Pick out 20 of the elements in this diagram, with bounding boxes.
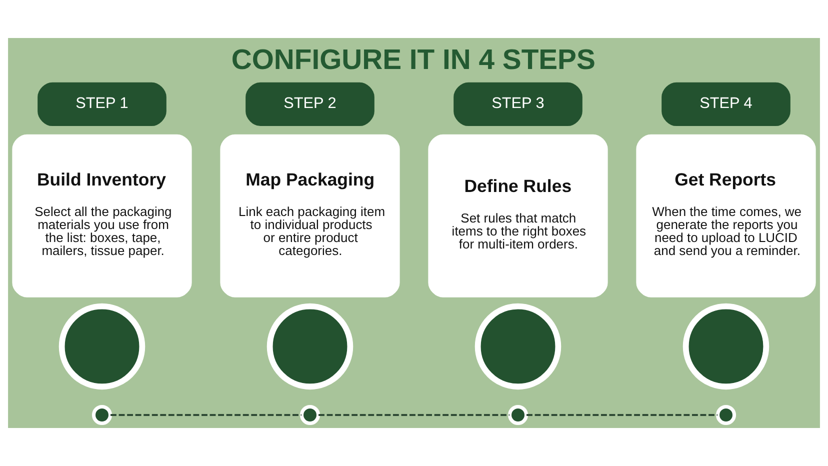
- connector: [526, 414, 718, 416]
- node-box: Get Reports When the time comes, we generate the reports you need to upload to LUCID and send you a reminder.: [636, 134, 816, 298]
- node-box: STEP 3: [454, 82, 582, 126]
- connector: [318, 414, 510, 416]
- node-box: STEP 1: [38, 82, 166, 126]
- connector: [110, 414, 302, 416]
- node-box: Define Rules Set rules that match items to the right boxes for multi-item orders.: [428, 134, 608, 298]
- node-circle: [508, 404, 528, 426]
- node-box: STEP 2: [246, 82, 374, 126]
- node-circle: [682, 303, 770, 390]
- node-box: Map Packaging Link each packaging item to individual products or entire product categories.: [220, 134, 400, 298]
- node-circle: [58, 303, 146, 390]
- node-circle: [266, 303, 354, 390]
- node-box: STEP 4: [662, 82, 790, 126]
- node-box: Build Inventory Select all the packaging materials you use from the list: boxes, tape, mailers, tissue paper.: [12, 134, 192, 298]
- diagram-title: CONFIGURE IT IN 4 STEPS: [231, 44, 596, 76]
- node-circle: [474, 303, 562, 390]
- node-circle: [716, 404, 736, 426]
- node-circle: [300, 404, 320, 426]
- node-circle: [92, 404, 112, 426]
